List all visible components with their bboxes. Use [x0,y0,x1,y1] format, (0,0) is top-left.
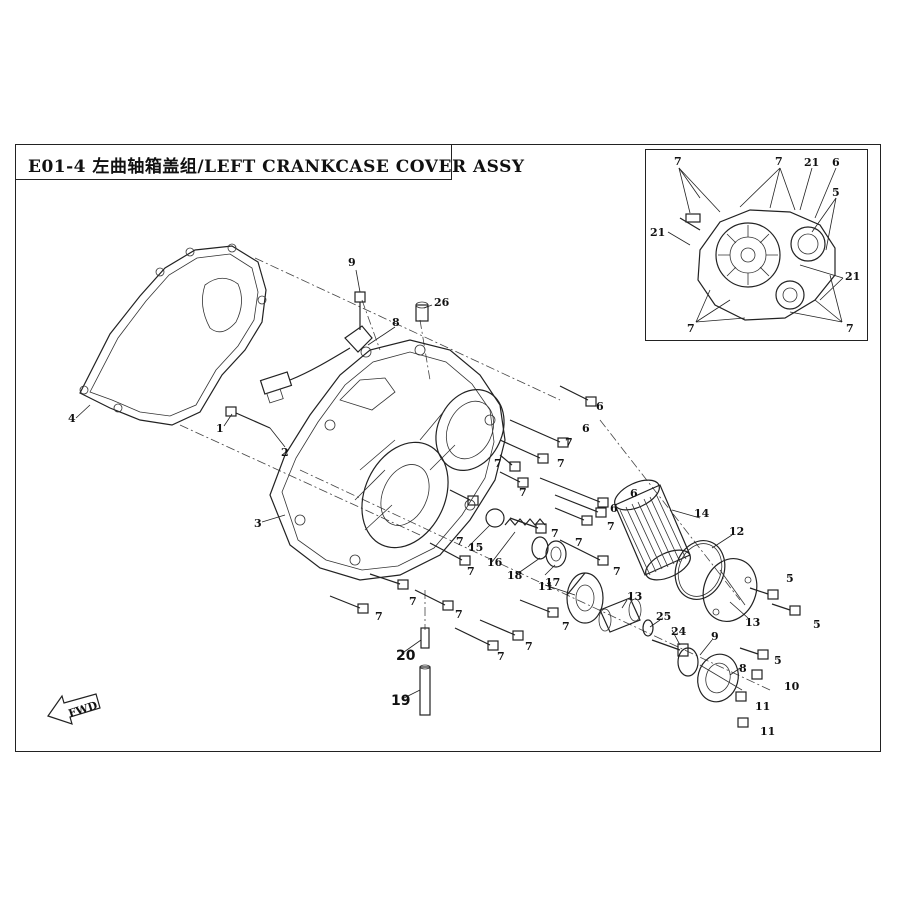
label-5-c: 5 [774,654,782,667]
page-title: E01-4 左曲轴箱盖组/LEFT CRANKCASE COVER ASSY [28,157,525,177]
label-7-l: 7 [409,595,417,608]
label-4: 4 [68,412,76,425]
gasket-part-4 [79,243,267,426]
label-23: 20 [396,648,416,664]
crankcase-cover-part-3 [269,339,506,581]
inset-label-21-a: 21 [804,156,819,169]
sensor-part-10 [259,325,373,404]
label-7-k: 7 [467,565,475,578]
label-7-n: 7 [455,608,463,621]
label-11-a: 10 [784,680,800,693]
label-11-top: 9 [348,256,356,269]
small-parts-group [485,508,567,568]
title-box: E01-4 左曲轴箱盖组/LEFT CRANKCASE COVER ASSY [15,144,524,180]
label-7-i: 7 [575,536,583,549]
bolt-part-24 [651,639,689,657]
label-20: 18 [507,569,523,582]
label-10: 8 [392,316,400,329]
label-7-extra: 7 [607,520,615,533]
label-26: 26 [434,296,450,309]
main-part-labels: 4 1 2 3 9 8 26 6 6 7 7 7 7 7 7 7 7 7 7 7… [68,256,821,738]
sleeve-part-13 [598,597,642,633]
label-15: 12 [729,525,744,538]
inset-label-5: 5 [832,186,840,199]
fwd-arrow-icon: FWD [47,693,101,725]
inset-assembled-view: 7 7 21 6 5 21 21 7 7 [650,155,860,335]
label-7-d: 7 [494,457,502,470]
label-7-m: 7 [375,610,383,623]
label-16: 13 [745,616,760,629]
label-7-h: 7 [551,527,559,540]
label-7-extra2: 7 [497,650,505,663]
label-2: 2 [281,446,289,459]
label-17: 15 [468,541,483,554]
label-7-a: 6 [596,400,604,413]
label-7-p: 7 [525,640,533,653]
label-5-a: 5 [786,572,794,585]
label-18: 16 [487,556,503,569]
inset-label-21-b: 21 [650,226,665,239]
label-3: 3 [254,517,262,530]
cap-part-8 [697,653,743,703]
fwd-label: FWD [67,699,100,721]
label-11-b: 11 [755,700,770,713]
o-ring-part-9 [677,647,699,677]
bearing-part-12 [566,572,604,624]
label-7-b: 6 [582,422,590,435]
inset-label-21-c: 21 [845,270,860,283]
pin-part-23 [420,627,430,649]
washer-part-25 [642,619,654,637]
label-24: 24 [671,625,687,638]
label-14: 14 [694,507,710,520]
o-ring-part-15 [674,540,726,600]
label-22: 19 [391,693,410,709]
label-19: 17 [545,576,560,589]
label-6-a: 6 [630,487,638,500]
inset-label-7-d: 7 [846,322,854,335]
inset-label-7-b: 7 [775,155,783,168]
label-8: 8 [739,662,747,675]
label-7-o: 7 [562,620,570,633]
label-7-f: 7 [519,486,527,499]
label-12: 11 [538,580,553,593]
inset-label-6: 6 [832,156,840,169]
label-11-c: 11 [760,725,775,738]
inset-label-7-c: 7 [687,322,695,335]
label-7-c: 7 [565,436,573,449]
label-7-e: 7 [557,457,565,470]
inset-view-frame [645,149,868,341]
oil-filter-part-14 [614,479,691,581]
label-6-b: 6 [610,502,618,515]
label-9: 9 [711,630,719,643]
leader-lines [75,269,749,699]
pipe-part-22 [419,664,431,716]
label-1: 1 [216,422,224,435]
bolts-group [225,291,801,728]
label-7-j: 7 [613,565,621,578]
label-25: 25 [656,610,671,623]
filter-cover-part-16 [702,558,758,622]
label-5-b: 5 [813,618,821,631]
label-7-g: 7 [456,535,464,548]
inset-label-7-a: 7 [674,155,682,168]
assembly-lines [179,257,771,691]
label-13: 13 [627,590,642,603]
